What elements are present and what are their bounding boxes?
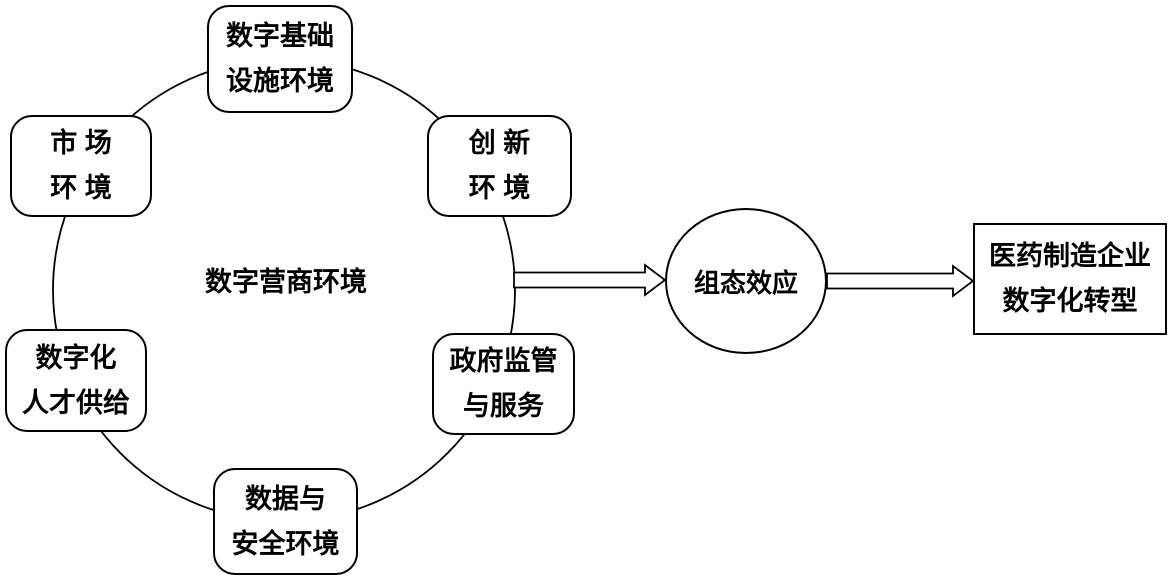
node-label-line: 数据与 [245,483,326,514]
node-label-line: 与服务 [463,391,544,421]
arrow-environment-to-effect [513,263,667,297]
effect-node-label: 组态效应 [693,267,798,298]
circle-center-label: 数字营商环境 [205,267,367,297]
node-label-line: 环 境 [468,173,531,203]
node-innovation-environment: 创 新 环 境 [427,115,572,217]
node-label-line: 安全环境 [231,528,340,559]
node-label-line: 设施环境 [226,66,334,96]
outcome-label-line: 数字化转型 [1002,286,1138,316]
node-label-line: 政府监管 [449,346,558,376]
node-label-line: 数字化 [35,342,117,373]
node-label-line: 创 新 [468,128,531,158]
node-pharma-digital-transformation: 医药制造企业 数字化转型 [973,223,1167,335]
node-label-line: 数字基础 [226,21,334,51]
node-digital-talent-supply: 数字化 人才供给 [5,329,147,432]
node-market-environment: 市 场 环 境 [10,115,152,217]
node-label-line: 市 场 [50,128,112,158]
node-label-line: 环 境 [50,173,112,203]
outcome-label-line: 医药制造企业 [989,241,1151,271]
node-data-security-environment: 数据与 安全环境 [213,468,358,575]
node-government-regulation-service: 政府监管 与服务 [432,333,575,435]
arrow-effect-to-outcome [826,264,975,298]
node-configuration-effect: 组态效应 [665,208,827,354]
node-label-line: 人才供给 [22,387,130,418]
node-digital-infrastructure: 数字基础 设施环境 [207,5,353,113]
